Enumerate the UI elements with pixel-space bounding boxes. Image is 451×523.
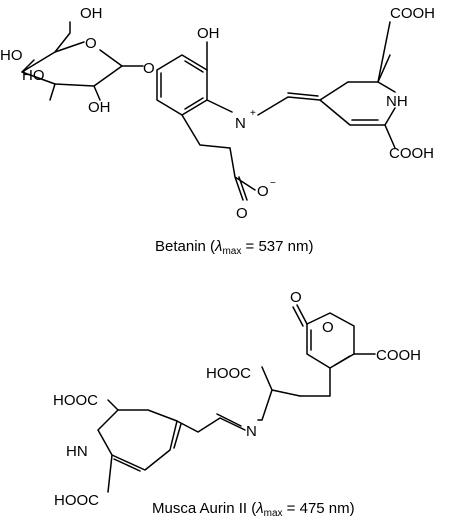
label-oh-top: OH bbox=[80, 5, 103, 22]
betanin-name: Betanin bbox=[155, 238, 206, 255]
musca-lambda-sub: max bbox=[264, 508, 283, 519]
musca-caption: Musca Aurin II (λmax = 475 nm) bbox=[152, 500, 355, 519]
glucose-ch2-bond bbox=[54, 21, 71, 53]
pyridine-ring bbox=[319, 54, 396, 149]
label-minus: − bbox=[270, 178, 276, 189]
pyridine-top-cooh-bond bbox=[377, 21, 391, 83]
pyridine2-bottom-cooh bbox=[107, 454, 113, 493]
label-o-keto: O bbox=[290, 289, 302, 306]
label-hooc-bottom: HOOC bbox=[54, 492, 99, 509]
label-plus: + bbox=[250, 108, 256, 119]
benzene-double-bonds bbox=[160, 60, 204, 110]
five-ring-bonds bbox=[181, 99, 233, 149]
label-o-double: O bbox=[236, 205, 248, 222]
label-ho-2: HO bbox=[22, 67, 45, 84]
label-o-ring: O bbox=[85, 35, 97, 52]
label-nh: NH bbox=[386, 93, 408, 110]
label-ho-1: HO bbox=[0, 47, 23, 64]
label-hooc-mid: HOOC bbox=[206, 365, 251, 382]
pyridine-bonds bbox=[319, 54, 396, 126]
betanin-lambda-value: = 537 nm bbox=[241, 238, 308, 255]
betanin-lambda: λ bbox=[214, 238, 222, 255]
indoline-ring bbox=[156, 41, 321, 201]
betanin-structure: OH HO HO OH O O OH N + O O − COOH NH COO… bbox=[0, 5, 435, 257]
label-hn: HN bbox=[66, 443, 88, 460]
musca-lambda: λ bbox=[255, 500, 263, 517]
chain-bonds bbox=[257, 366, 301, 421]
label-oh-phenol: OH bbox=[197, 25, 220, 42]
musca-lambda-value: = 475 nm bbox=[283, 500, 350, 517]
betanin-lambda-sub: max bbox=[222, 246, 241, 257]
pyridine-cooh-bonds bbox=[384, 124, 396, 149]
pyranone-double-bonds bbox=[310, 329, 351, 366]
label-o-link: O bbox=[143, 60, 155, 77]
imine-bonds bbox=[176, 413, 246, 433]
musca-aurin-structure: O O COOH HOOC N HOOC HN HOOC Musca Aurin… bbox=[53, 289, 421, 519]
glucose-oh2-bond bbox=[49, 83, 56, 101]
label-n-plus: N bbox=[235, 115, 246, 132]
label-cooh-right: COOH bbox=[376, 347, 421, 364]
glucose-ring-bonds bbox=[21, 41, 123, 87]
pyridine2-bonds bbox=[97, 409, 182, 472]
pyranone-ch2-bond bbox=[299, 367, 331, 397]
cooh-bond bbox=[229, 147, 256, 201]
label-oh-bottom: OH bbox=[88, 99, 111, 116]
label-cooh-bottom: COOH bbox=[389, 145, 434, 162]
label-cooh-top: COOH bbox=[390, 5, 435, 22]
glucose-ho1-bond bbox=[21, 59, 35, 73]
pyridine2-top-cooh bbox=[107, 399, 119, 411]
musca-name: Musca Aurin II bbox=[152, 500, 247, 517]
pyranone-ring bbox=[292, 304, 376, 397]
pyranone-keto-bond bbox=[292, 304, 308, 327]
label-o-ring: O bbox=[322, 319, 334, 336]
glucose-ring bbox=[21, 21, 144, 101]
label-o-minus: O bbox=[257, 183, 269, 200]
label-n-imine: N bbox=[246, 423, 257, 440]
label-hooc-top: HOOC bbox=[53, 392, 98, 409]
glucose-oh3-bond bbox=[93, 85, 101, 101]
benzene-bonds bbox=[156, 54, 208, 116]
betanin-caption: Betanin (λmax = 537 nm) bbox=[155, 238, 313, 257]
vinyl-bonds bbox=[257, 92, 321, 116]
pyridine-ring-2 bbox=[97, 399, 182, 493]
